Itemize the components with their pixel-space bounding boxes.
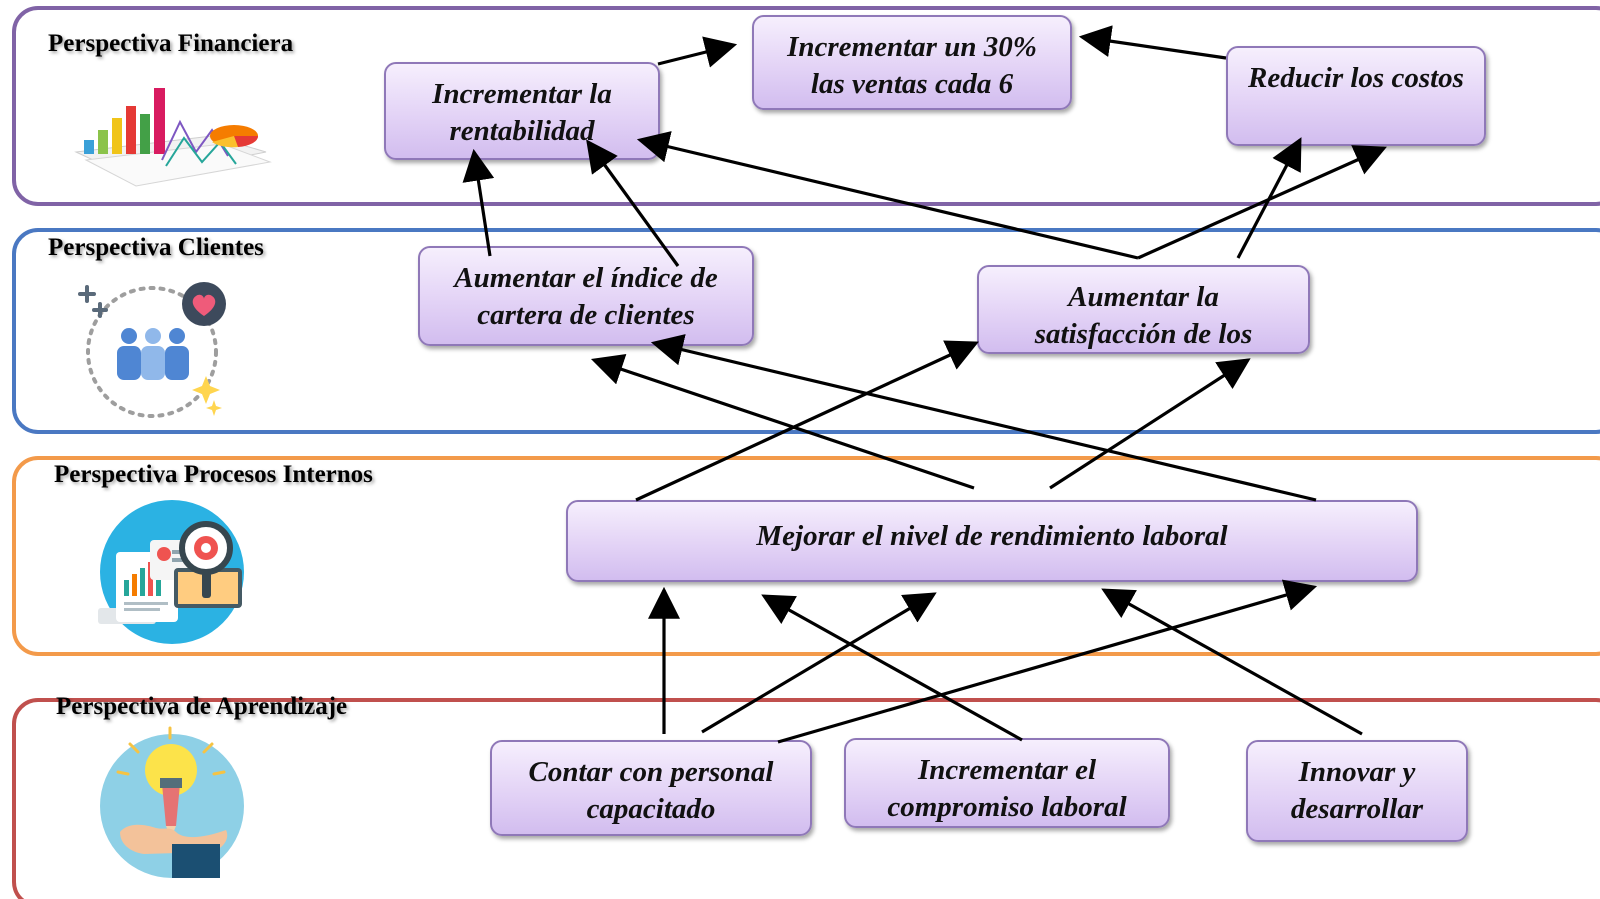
arrow-rendimiento-to-cartera-2 — [650, 334, 1317, 502]
node-incrementar-rentabilidad-label: Incrementar la rentabilidad — [432, 78, 612, 147]
arrow-personal-to-rendimiento-3 — [777, 579, 1318, 744]
node-incrementar-compromiso-label: Incrementar el compromiso laboral — [887, 754, 1127, 823]
title-financiera: Perspectiva Financiera — [48, 30, 294, 57]
customers-heart-icon — [72, 280, 234, 420]
node-innovar-label: Innovar y desarrollar — [1290, 756, 1424, 825]
arrow-satisfaccion-to-costos-1 — [1137, 145, 1387, 260]
node-aumentar-cartera-label: Aumentar el índice de cartera de cliente… — [454, 262, 718, 331]
node-innovar: Innovar y desarrollar — [1246, 740, 1468, 842]
node-aumentar-satisfaccion-label: Aumentar la satisfacción de los — [1034, 281, 1253, 350]
node-contar-personal-label: Contar con personal capacitado — [528, 756, 774, 825]
node-contar-personal: Contar con personal capacitado — [490, 740, 812, 836]
band-clientes — [12, 228, 1600, 434]
node-incrementar-compromiso: Incrementar el compromiso laboral — [844, 738, 1170, 828]
arrow-cartera-to-rentabilidad-2 — [586, 139, 680, 267]
arrow-satisfaccion-to-rentabilidad — [636, 131, 1139, 260]
title-clientes: Perspectiva Clientes — [48, 234, 264, 261]
arrow-innovar-to-rendimiento — [1101, 588, 1363, 736]
arrow-rendimiento-to-satisfaccion-1 — [635, 340, 979, 502]
node-mejorar-rendimiento: Mejorar el nivel de rendimiento laboral — [566, 500, 1418, 582]
lightbulb-idea-icon — [100, 726, 246, 878]
arrow-costos-to-ventas — [1078, 25, 1227, 60]
arrow-rentabilidad-to-ventas — [657, 36, 738, 68]
financial-charts-icon — [62, 82, 276, 190]
arrow-rendimiento-to-satisfaccion-2 — [1049, 358, 1251, 490]
node-incrementar-ventas: Incrementar un 30% las ventas cada 6 — [752, 15, 1072, 110]
node-reducir-costos-label: Reducir los costos — [1248, 62, 1464, 94]
arrow-satisfaccion-to-costos-2 — [1236, 137, 1302, 259]
process-analysis-icon — [94, 498, 250, 646]
node-incrementar-ventas-label: Incrementar un 30% las ventas cada 6 — [787, 31, 1037, 100]
title-procesos: Perspectiva Procesos Internos — [54, 461, 373, 488]
node-mejorar-rendimiento-label: Mejorar el nivel de rendimiento laboral — [756, 520, 1228, 552]
node-aumentar-cartera: Aumentar el índice de cartera de cliente… — [418, 246, 754, 346]
node-reducir-costos: Reducir los costos — [1226, 46, 1486, 146]
arrow-rendimiento-to-cartera-1 — [590, 354, 975, 490]
arrow-cartera-to-rentabilidad-1 — [462, 148, 495, 257]
arrow-personal-to-rendimiento-2 — [701, 592, 937, 734]
title-aprendizaje: Perspectiva de Aprendizaje — [56, 693, 348, 720]
node-aumentar-satisfaccion: Aumentar la satisfacción de los — [977, 265, 1310, 354]
arrow-compromiso-to-rendimiento — [761, 594, 1023, 742]
